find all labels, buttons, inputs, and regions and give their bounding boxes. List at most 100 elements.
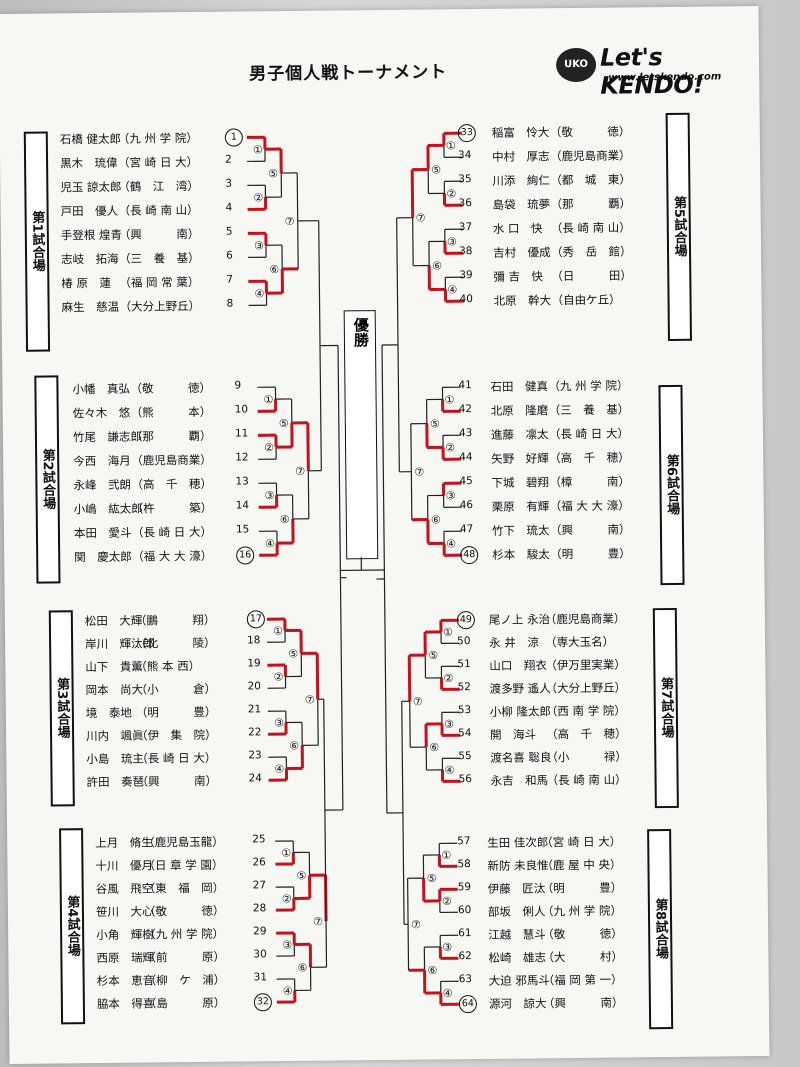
player-school: （明 豊） [541, 880, 623, 896]
bracket-line [410, 423, 412, 472]
match-number-label: ⑦ [414, 466, 424, 479]
player-name: 永吉 和馬 [490, 773, 549, 788]
player-name: 下城 碧翔 [491, 475, 550, 490]
match-number-label: ① [441, 849, 451, 862]
player-seed-number: 41 [458, 379, 472, 392]
player-school: （鹿児島商業） [549, 148, 631, 164]
match-number-label: ③ [442, 941, 452, 954]
player-name: 渡多野 遙人 [489, 681, 551, 696]
player-name: 進藤 凛太 [490, 427, 549, 442]
player-name: 島袋 琉夢 [492, 197, 551, 212]
player-school: （樟 南） [549, 474, 631, 490]
player-school: （長 崎 南 山） [550, 220, 631, 236]
player-school: （宮 崎 日 大） [541, 834, 622, 850]
player-name: 竹下 琉太 [491, 523, 550, 538]
player-school: （敬 徳） [549, 124, 631, 140]
player-name: 小柳 隆太郎 [489, 704, 552, 719]
match-number-label: ④ [447, 283, 457, 296]
player-school: （小 禄） [546, 749, 627, 765]
bracket-line [412, 217, 414, 266]
player-seed-number: 42 [458, 403, 473, 416]
player-seed-number: 38 [458, 245, 473, 258]
match-number-label: ④ [446, 537, 456, 550]
player-school: （鹿 屋 中 央） [541, 857, 622, 873]
player-name: 尾ノ上 永治 [488, 612, 551, 627]
match-number-label: ⑥ [298, 961, 308, 974]
player-seed-number: 61 [458, 927, 472, 940]
player-school: （長 崎 南 山） [546, 772, 627, 788]
player-name: 松崎 雄志 [488, 950, 547, 965]
match-number-label: ① [253, 143, 263, 156]
match-number-label: ⑥ [431, 513, 441, 526]
player-school: （都 城 東） [550, 172, 631, 188]
player-seed-number: 36 [458, 197, 472, 210]
match-number-label: ② [273, 671, 283, 684]
match-number-label: ① [273, 625, 283, 638]
match-number-label: ① [443, 626, 453, 639]
player-name: 矢野 好輝 [491, 451, 549, 466]
match-number-label: ① [264, 393, 274, 406]
player-seed-number: 44 [459, 451, 473, 464]
match-number-label: ② [445, 441, 455, 454]
player-seed-number: 45 [459, 475, 473, 488]
match-number-label: ⑤ [430, 417, 440, 430]
player-name: 稲富 怜大 [491, 125, 550, 140]
player-school: （長 崎 日 大） [548, 426, 629, 442]
bracket-line [410, 169, 415, 218]
match-number-label: ④ [283, 984, 293, 997]
player-name: 中村 厚志 [491, 149, 550, 164]
player-school: （明 豊） [550, 546, 631, 562]
player-name: 生田 佳次郎 [487, 835, 549, 850]
player-name: 江越 慧斗 [488, 927, 546, 942]
player-school: （九 州 学 院） [541, 903, 622, 919]
player-seed-number: 52 [457, 681, 472, 694]
player-seed-number: 34 [457, 149, 472, 162]
match-number-label: ① [281, 846, 291, 859]
player-name: 杉本 駿太 [492, 547, 550, 562]
match-number-label: ② [282, 892, 292, 905]
player-name: 栗原 有輝 [491, 499, 550, 514]
player-name: 渡名喜 聡良 [490, 750, 552, 765]
player-school: （秀 岳 館） [550, 244, 632, 260]
player-seed-number: 39 [459, 269, 473, 282]
match-number-label: ① [445, 393, 455, 406]
match-number-label: ⑤ [268, 167, 278, 180]
match-number-label: ② [253, 191, 263, 204]
player-school: （福 岡 第 一） [542, 972, 623, 988]
match-number-label: ⑥ [269, 263, 279, 276]
match-number-label: ③ [444, 718, 454, 731]
player-school: （西 南 学 院） [545, 703, 626, 719]
player-school: （興 南） [542, 995, 624, 1011]
match-number-label: ③ [254, 239, 264, 252]
match-number-label: ① [446, 139, 456, 152]
player-name: 石田 健真 [490, 379, 549, 394]
match-number-label: ④ [254, 287, 264, 300]
match-number-label: ⑥ [429, 741, 439, 754]
player-seed-number: 60 [457, 904, 472, 917]
player-school: （鹿児島商業） [544, 611, 626, 627]
match-number-label: ⑥ [428, 964, 438, 977]
player-seed-number: 37 [458, 221, 473, 234]
player-school: （興 南） [549, 522, 631, 538]
player-school: （自由ケ丘） [551, 292, 621, 308]
player-seed-number: 59 [457, 881, 472, 894]
match-number-label: ⑦ [295, 465, 305, 478]
player-school: （那 覇） [550, 196, 632, 212]
player-seed-number: 49 [456, 611, 475, 630]
match-number-label: ⑤ [288, 647, 298, 660]
match-number-label: ⑤ [431, 163, 441, 176]
match-number-label: ⑥ [280, 513, 290, 526]
player-seed-number: 35 [458, 173, 472, 186]
match-number-label: ④ [444, 764, 454, 777]
player-seed-number: 33 [457, 124, 476, 143]
bracket-lines: ①②③④⑤⑥⑦①②③④⑤⑥⑦①②③④⑤⑥⑦①②③④⑤⑥⑦①②③④⑤⑥⑦①②③④⑤… [246, 131, 464, 1006]
player-seed-number: 50 [457, 635, 471, 648]
match-number-label: ⑦ [313, 915, 323, 928]
player-seed-number: 58 [457, 858, 471, 871]
match-number-label: ⑤ [427, 872, 437, 885]
player-name: 大迫 邪馬斗 [488, 973, 550, 988]
player-name: 山口 翔衣 [489, 658, 547, 673]
player-name: 部坂 俐人 [487, 904, 546, 919]
player-name: 水 口 快 [492, 221, 543, 236]
match-number-label: ③ [282, 938, 292, 951]
